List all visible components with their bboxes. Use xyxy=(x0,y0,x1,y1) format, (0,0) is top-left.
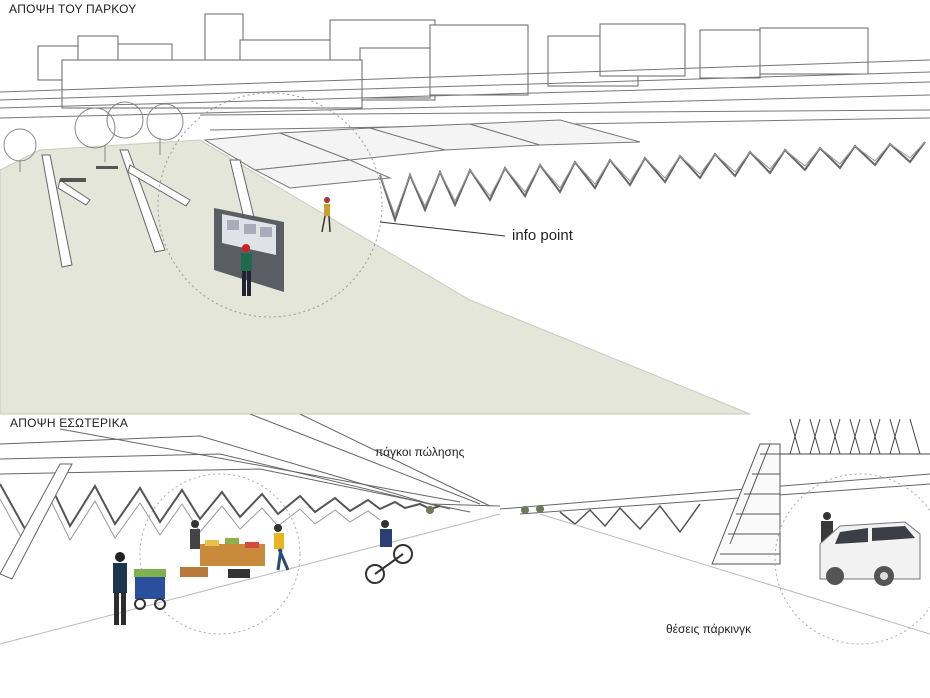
interior-view-drawing xyxy=(0,414,930,645)
info-point-label: info point xyxy=(512,227,573,244)
park-view-drawing xyxy=(0,13,930,415)
parking-focus-circle xyxy=(774,473,930,645)
market-focus-circle xyxy=(139,473,301,635)
canopy-panels xyxy=(203,119,641,189)
ceiling-structure xyxy=(0,414,930,515)
interior-view-title: ΑΠΟΨΗ ΕΣΩΤΕΡΙΚΑ xyxy=(10,416,129,430)
shopper-person xyxy=(274,524,290,571)
park-grass-area xyxy=(0,139,751,415)
parking-spaces-label: θέσεις πάρκινγκ xyxy=(666,622,752,636)
interior-zigzag-left xyxy=(0,481,441,532)
person-far xyxy=(321,197,331,233)
bridge-lattice xyxy=(780,418,930,455)
interior-zigzag-right xyxy=(559,503,701,534)
sales-stalls-label: πάγκοι πώλησης xyxy=(375,445,465,459)
market-stalls xyxy=(180,538,265,578)
distant-trees xyxy=(426,505,544,514)
parked-car xyxy=(819,521,921,586)
floor-perspective xyxy=(0,513,930,645)
staircase xyxy=(711,443,781,565)
park-view-title: ΑΠΟΨΗ ΤΟΥ ΠΑΡΚΟΥ xyxy=(9,2,137,16)
background-buildings xyxy=(37,13,869,109)
vendor-cart-person xyxy=(113,552,166,625)
cyclist xyxy=(365,520,413,584)
zigzag-truss xyxy=(379,141,926,224)
info-point-focus-circle xyxy=(157,92,383,318)
interior-column xyxy=(0,463,73,580)
person-at-board xyxy=(241,244,252,296)
vendor-person xyxy=(190,520,200,549)
park-benches xyxy=(60,166,118,182)
trees xyxy=(3,101,184,172)
info-point-leader-line xyxy=(379,221,506,237)
